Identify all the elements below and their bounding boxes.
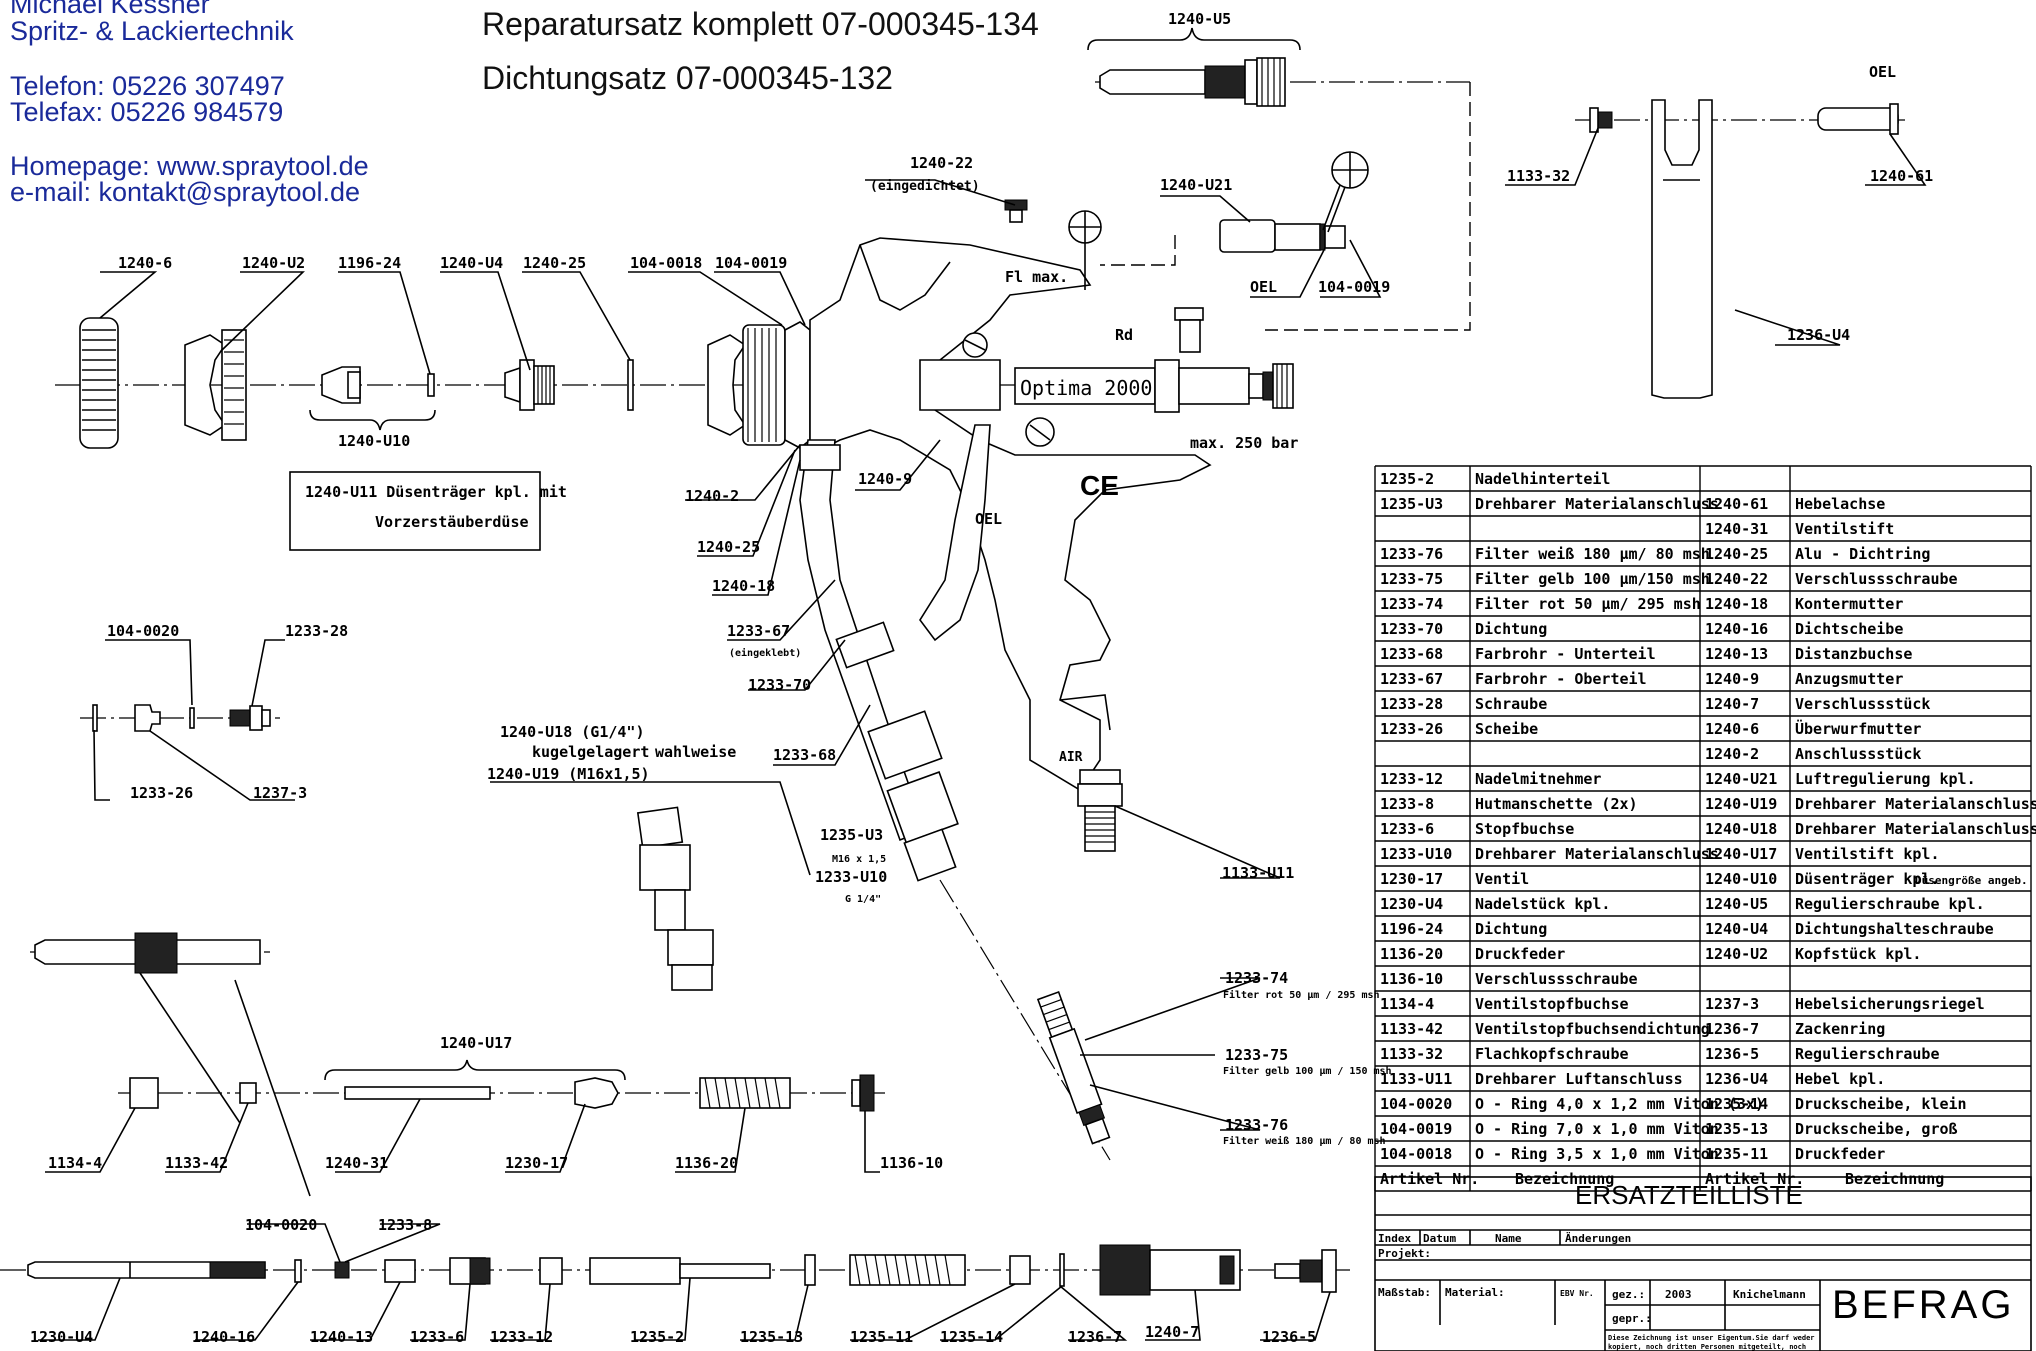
callout: 1240-U21: [1160, 176, 1232, 194]
seal-kit: Dichtungsatz 07-000345-132: [482, 60, 893, 96]
company-name: Michael Kessner: [10, 0, 210, 19]
email: e-mail: kontakt@spraytool.de: [10, 177, 361, 207]
callout: 1240-U19 (M16x1,5): [487, 765, 650, 783]
callout: 1240-U18 (G1/4"): [500, 723, 645, 741]
callout: (eingeklebt): [729, 647, 801, 659]
callout: G 1/4": [845, 894, 881, 905]
callout: 1240-U4: [440, 254, 503, 272]
callout: 1240-22: [910, 154, 973, 172]
part-1240-U10: [309, 366, 436, 431]
u11-note-line2: Vorzerstäuberdüse: [375, 513, 529, 531]
callout: 1236-U4: [1787, 326, 1850, 344]
callout: 1236-7: [1068, 1328, 1122, 1346]
callout: 1240-25: [523, 254, 586, 272]
callout: 1240-U10: [338, 432, 410, 450]
part-1240-U18: [636, 806, 714, 991]
ce-mark: CE: [1080, 470, 1119, 501]
callout: (eingedichtet): [870, 179, 980, 194]
callout: 1233-74: [1225, 969, 1288, 987]
part-gun-body: max. 250 bar Fl max. Rd Optima 2000 CE A…: [707, 199, 1298, 1161]
part-row-u17: [30, 932, 890, 1197]
part-lever: [1575, 99, 1905, 399]
part-1240-U5: [1087, 27, 1301, 107]
callout: wahlweise: [655, 743, 736, 761]
callout: 1240-25: [697, 538, 760, 556]
callout: 104-0019: [1318, 278, 1390, 296]
callout: 104-0019: [715, 254, 787, 272]
part-1233-28-group: [80, 704, 280, 732]
callout: OEL: [1869, 63, 1896, 81]
callout: 1233-28: [285, 622, 348, 640]
callout: M16 x 1,5: [832, 854, 886, 865]
callout: OEL: [1250, 278, 1277, 296]
u11-note-line1: 1240-U11 Düsenträger kpl. mit: [305, 483, 567, 501]
callout: 1133-U11: [1222, 864, 1294, 882]
callout: 1134-4: [48, 1154, 102, 1172]
callout: 1236-5: [1262, 1328, 1316, 1346]
rd-label: Rd: [1115, 326, 1133, 344]
callout: 1136-20: [675, 1154, 738, 1172]
callout: 104-0020: [107, 622, 179, 640]
callout-labels: 1240-6 1240-U2 1196-24 1240-U4 1240-25 1…: [30, 10, 1933, 1346]
callout: 1235-13: [740, 1328, 803, 1346]
homepage: Homepage: www.spraytool.de: [10, 151, 369, 181]
company-subtitle: Spritz- & Lackiertechnik: [10, 16, 294, 46]
callout: 1133-42: [165, 1154, 228, 1172]
phone: Telefon: 05226 307497: [10, 71, 285, 101]
callout: 104-0018: [630, 254, 702, 272]
callout: 1240-31: [325, 1154, 388, 1172]
callout: 1233-67: [727, 622, 790, 640]
callout: 104-0020: [245, 1216, 317, 1234]
fax: Telefax: 05226 984579: [10, 97, 284, 127]
callout: 1133-32: [1507, 167, 1570, 185]
part-1240-U2: [184, 329, 247, 441]
part-row-needle: [0, 1244, 1350, 1296]
callout: Filter gelb 100 µm / 150 msh: [1223, 1065, 1392, 1077]
optima-label: Optima 2000: [1020, 376, 1152, 400]
callout: 1233-68: [773, 746, 836, 764]
callout: 1196-24: [338, 254, 401, 272]
callout: 1233-8: [378, 1216, 432, 1234]
callout: 1233-70: [748, 676, 811, 694]
callout: 1240-U17: [440, 1034, 512, 1052]
callout: 1237-3: [253, 784, 307, 802]
callout: 1233-26: [130, 784, 193, 802]
callout: 1240-U2: [242, 254, 305, 272]
callout: 1240-61: [1870, 167, 1933, 185]
air-label: AIR: [1059, 750, 1083, 765]
callout: 1240-2: [685, 487, 739, 505]
part-1240-6: [79, 317, 119, 449]
callout: Filter rot 50 µm / 295 msh: [1223, 989, 1380, 1001]
callout: 1233-6: [410, 1328, 464, 1346]
callout: 1240-16: [192, 1328, 255, 1346]
callout: 1240-9: [858, 470, 912, 488]
callout: 1233-76: [1225, 1116, 1288, 1134]
callout: 1240-6: [118, 254, 172, 272]
part-1240-U4: [504, 359, 634, 411]
callout: 1235-14: [940, 1328, 1003, 1346]
callout: 1240-18: [712, 577, 775, 595]
callout: kugelgelagert: [532, 743, 649, 761]
callout: 1230-17: [505, 1154, 568, 1172]
callout: 1240-13: [310, 1328, 373, 1346]
leader-lines: [38, 127, 1927, 1341]
callout: 1240-7: [1145, 1323, 1199, 1341]
callout: 1233-U10: [815, 868, 887, 886]
callout: 1235-11: [850, 1328, 913, 1346]
callout: 1235-U3: [820, 826, 883, 844]
flmax-label: Fl max.: [1005, 268, 1068, 286]
callout: 1235-2: [630, 1328, 684, 1346]
callout: Filter weiß 180 µm / 80 msh: [1223, 1135, 1386, 1147]
callout: 1230-U4: [30, 1328, 93, 1346]
part-1240-U21: [1219, 151, 1369, 253]
max-bar-label: max. 250 bar: [1190, 434, 1298, 452]
callout: 1233-75: [1225, 1046, 1288, 1064]
callout: 1136-10: [880, 1154, 943, 1172]
callout: OEL: [975, 510, 1002, 528]
repair-kit: Reparatursatz komplett 07-000345-134: [482, 6, 1039, 42]
callout: 1233-12: [490, 1328, 553, 1346]
callout: 1240-U5: [1168, 10, 1231, 28]
